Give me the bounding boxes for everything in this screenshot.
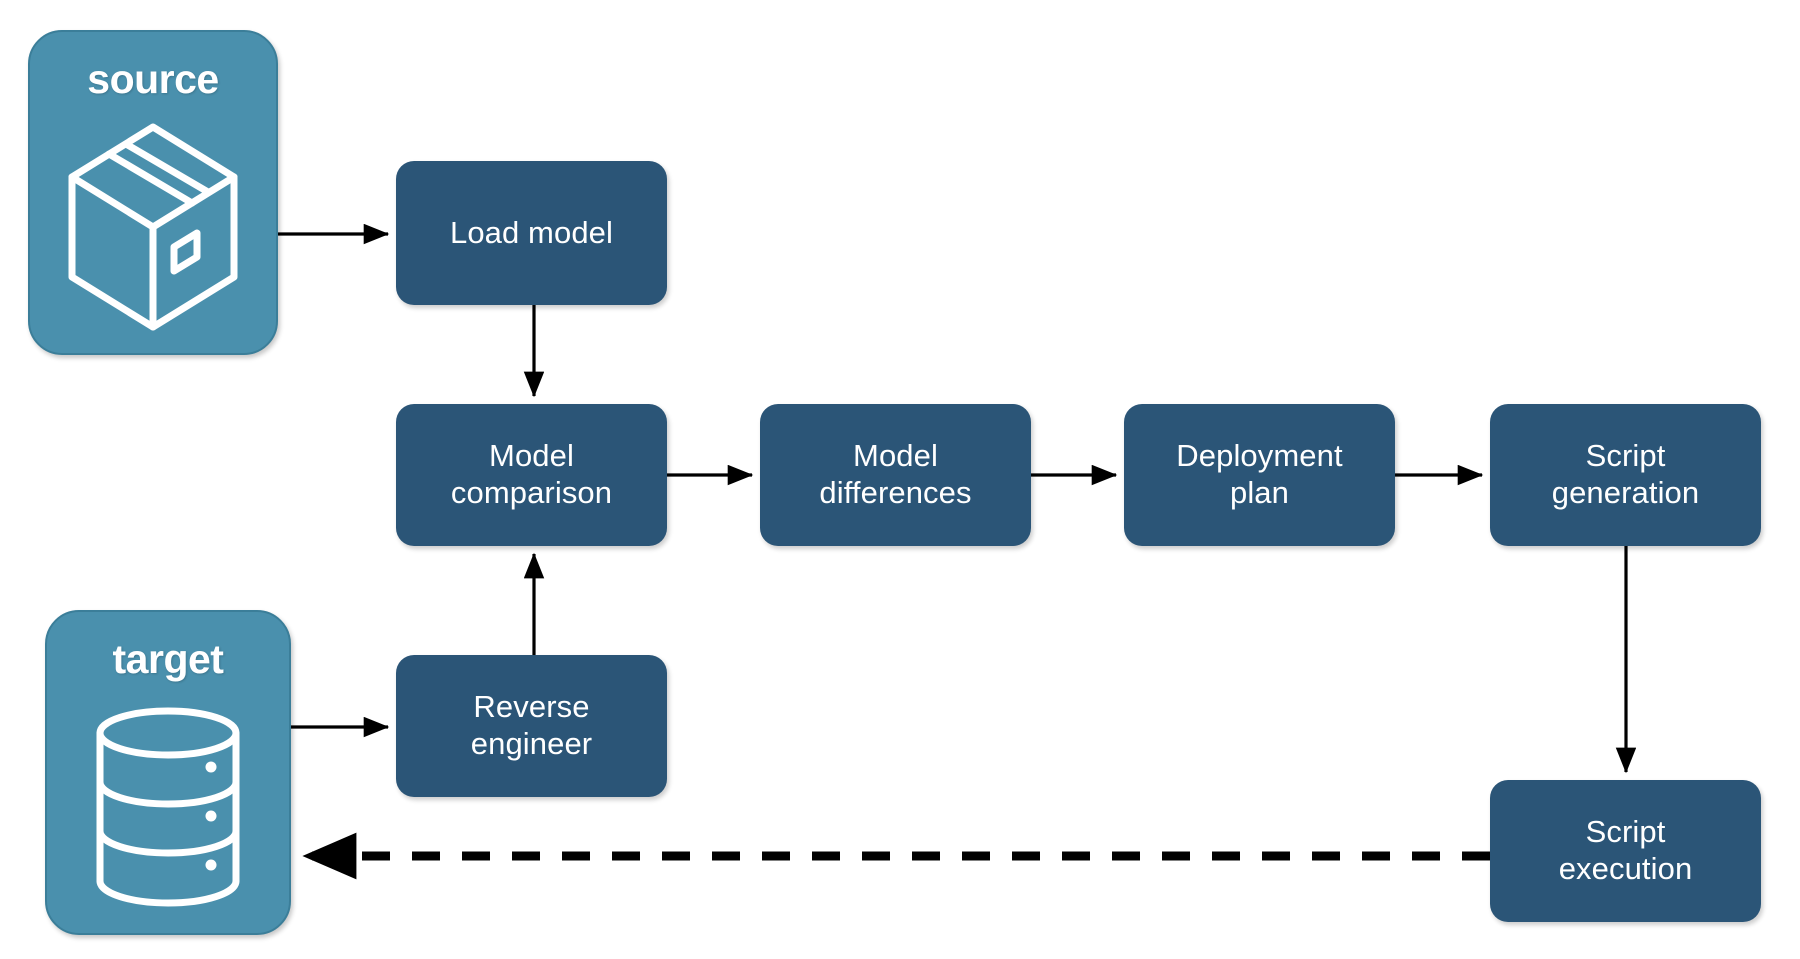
process-load-model[interactable]: Load model — [396, 161, 667, 305]
process-script-generation[interactable]: Script generation — [1490, 404, 1761, 546]
process-model-differences[interactable]: Model differences — [760, 404, 1031, 546]
process-model-comparison-label: Model comparison — [450, 438, 613, 510]
process-script-execution[interactable]: Script execution — [1490, 780, 1761, 922]
process-deployment-plan-label: Deployment plan — [1176, 438, 1343, 510]
package-box-icon — [30, 100, 276, 353]
process-model-differences-label: Model differences — [819, 438, 972, 510]
endpoint-target-label: target — [112, 636, 224, 682]
process-script-generation-label: Script generation — [1551, 438, 1700, 510]
process-load-model-label: Load model — [449, 214, 613, 250]
process-reverse-engineer[interactable]: Reverse engineer — [396, 655, 667, 797]
database-cylinder-icon — [47, 680, 289, 933]
endpoint-source-label: source — [87, 56, 219, 102]
process-model-comparison[interactable]: Model comparison — [396, 404, 667, 546]
process-script-execution-label: Script execution — [1558, 814, 1693, 886]
process-deployment-plan[interactable]: Deployment plan — [1124, 404, 1395, 546]
endpoint-source[interactable]: source — [28, 30, 278, 355]
process-reverse-engineer-label: Reverse engineer — [470, 689, 593, 761]
endpoint-target[interactable]: target — [45, 610, 291, 935]
